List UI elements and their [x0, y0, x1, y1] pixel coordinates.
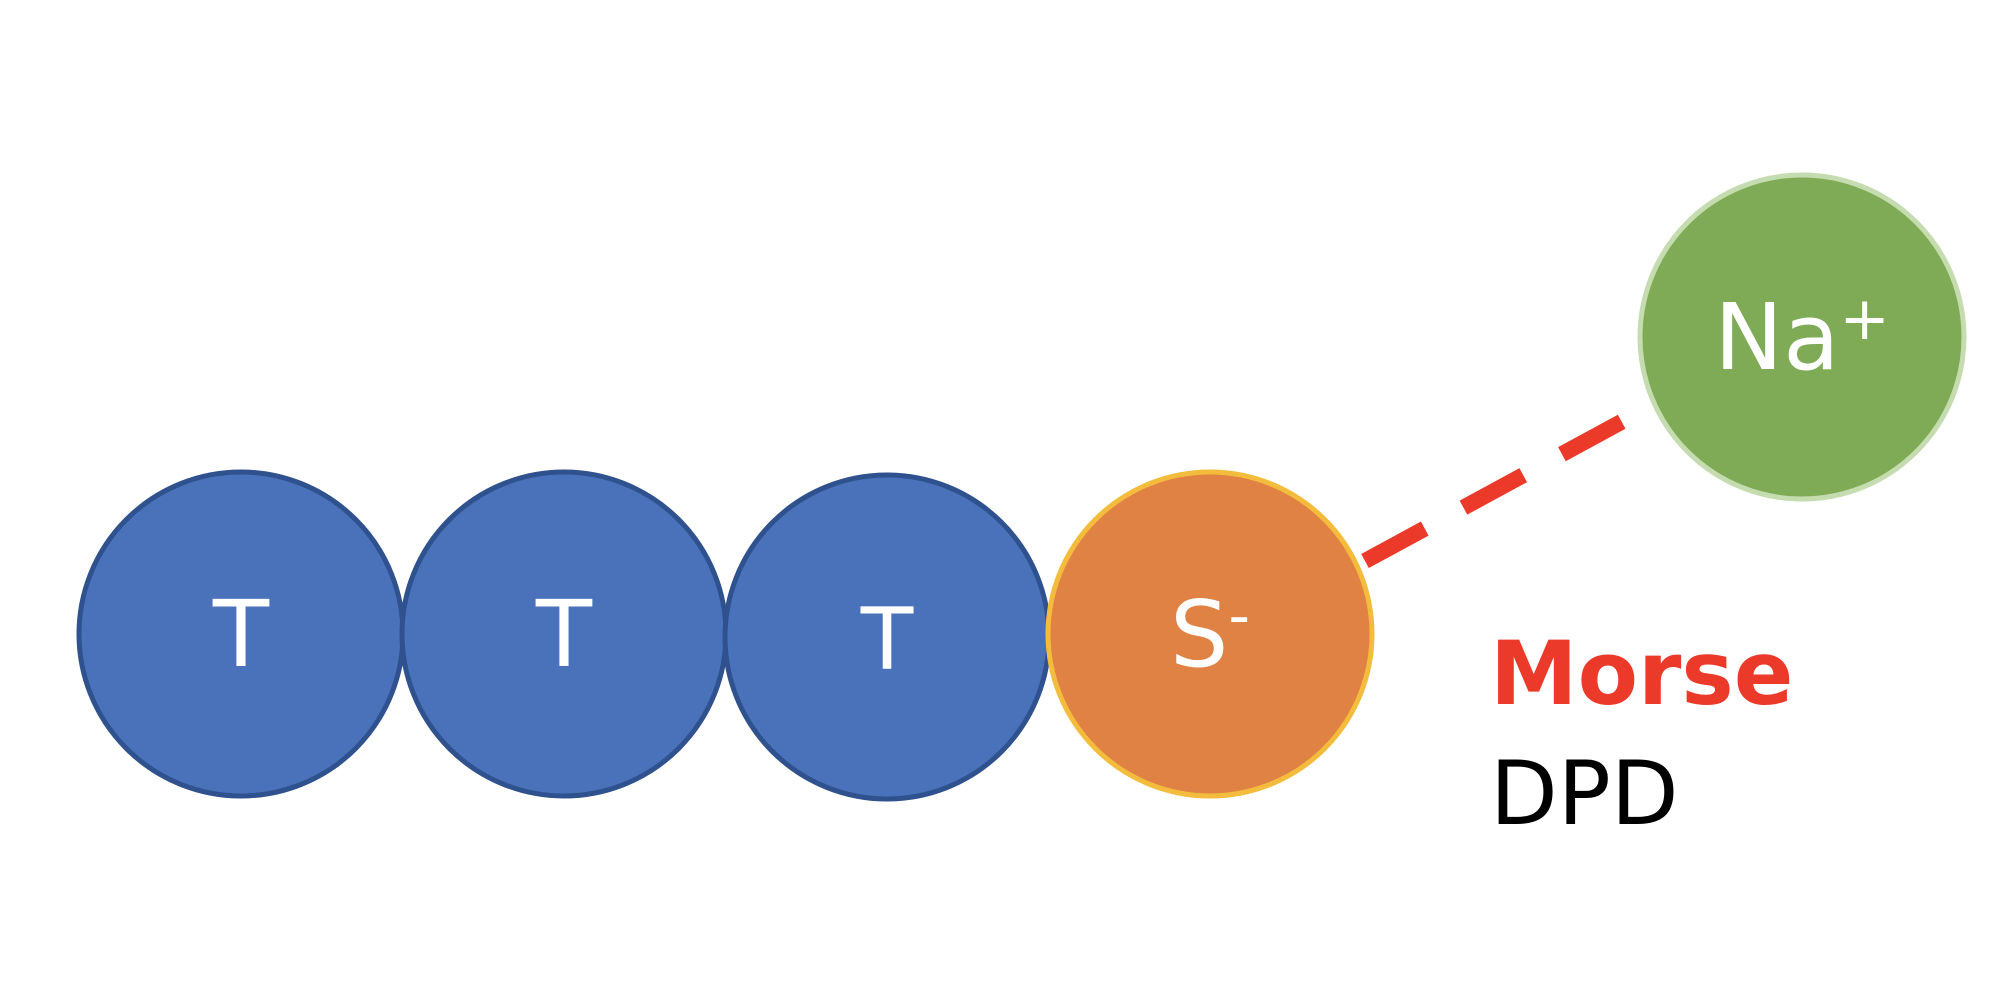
legend-morse: Morse: [1490, 622, 1794, 725]
tail-bead-3: T: [722, 472, 1052, 802]
sodium-ion-label: Na+: [1714, 284, 1889, 391]
morse-bond-line: [1361, 406, 1640, 569]
tail-bead-2-label: T: [535, 581, 593, 688]
head-bead: S-: [1045, 469, 1375, 799]
head-bead-label: S-: [1170, 581, 1250, 688]
sodium-ion-circle: [1637, 172, 1967, 502]
tail-bead-3-label: T: [860, 590, 914, 690]
legend-dpd: DPD: [1490, 742, 1679, 845]
tail-bead-1: T: [76, 469, 406, 799]
tail-bead-1-label: T: [212, 581, 270, 688]
tail-bead-2: T: [399, 469, 729, 799]
head-bead-circle: [1045, 469, 1375, 799]
sodium-ion-bead: Na+: [1637, 172, 1967, 502]
